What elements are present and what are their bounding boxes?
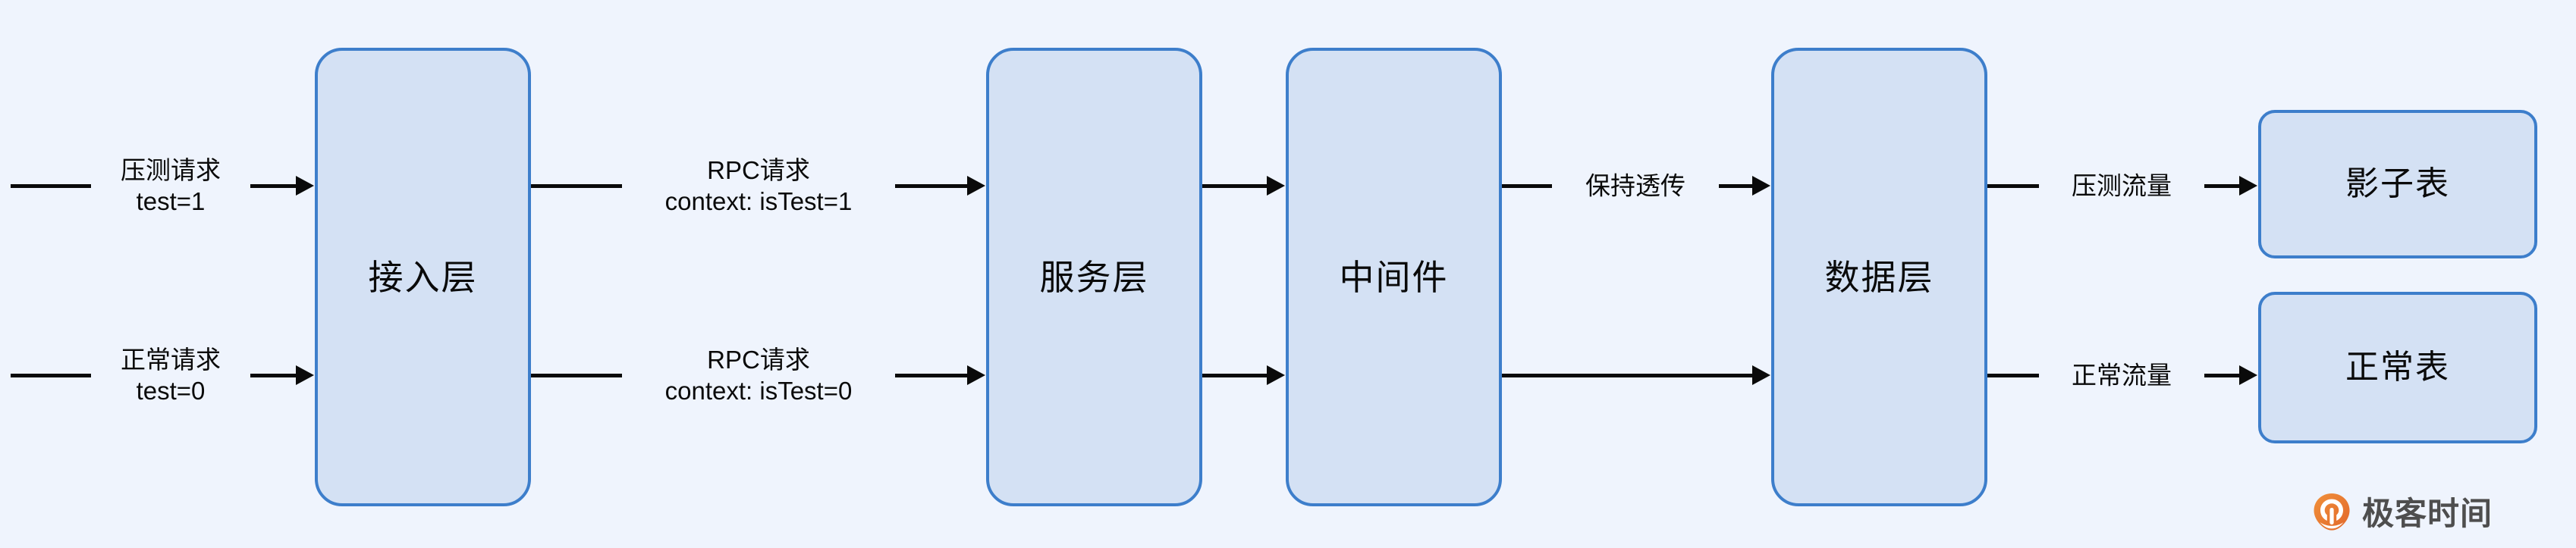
arrowhead-icon [296,365,314,385]
arrowhead-icon [1267,365,1285,385]
connector-line [1987,184,2039,188]
watermark-label: 极客时间 [2362,496,2493,531]
edge-label-line2: test=1 [136,187,206,215]
geektime-watermark: 极客时间 [2312,488,2493,534]
edge-label-normal-traffic: 正常流量 [2072,359,2172,390]
edge-label-keep-passthrough: 保持透传 [1585,170,1685,201]
node-label-access: 接入层 [368,257,478,297]
edge-label-line1: RPC请求 [707,345,810,374]
edge-label-line2: context: isTest=0 [664,377,853,405]
connector-line [1202,374,1267,377]
arrowhead-icon [1752,176,1770,196]
edge-label-rpc-request-test0: RPC请求 context: isTest=0 [665,344,853,407]
connector-line [11,374,91,377]
edge-label-line2: context: isTest=1 [664,187,853,215]
arrowhead-icon [1752,365,1770,385]
edge-label-stress-request: 压测请求 test=1 [121,155,221,218]
connector-line [1502,374,1752,377]
node-label-normal-table: 正常表 [2345,349,2450,386]
connector-line [250,374,296,377]
arrowhead-icon [967,176,985,196]
node-normal-table[interactable]: 正常表 [2258,292,2537,443]
node-shadow-table[interactable]: 影子表 [2258,110,2537,258]
edge-label-line2: test=0 [136,377,206,405]
arrowhead-icon [1267,176,1285,196]
arrowhead-icon [967,365,985,385]
connector-line [531,184,622,188]
connector-line [1202,184,1267,188]
connector-line [895,374,967,377]
arrowhead-icon [296,176,314,196]
node-label-shadow-table: 影子表 [2345,165,2450,202]
node-service[interactable]: 服务层 [986,48,1202,506]
edge-label-line1: 压测请求 [121,155,221,184]
edge-label-line1: RPC请求 [707,155,810,184]
node-access[interactable]: 接入层 [315,48,531,506]
connector-line [1502,184,1552,188]
connector-line [2204,184,2239,188]
edge-label-rpc-request-test1: RPC请求 context: isTest=1 [665,155,853,218]
geektime-logo-icon [2312,492,2351,531]
arrowhead-icon [2239,365,2257,385]
node-data[interactable]: 数据层 [1771,48,1987,506]
connector-line [250,184,296,188]
connector-line [2204,374,2239,377]
node-middleware[interactable]: 中间件 [1286,48,1502,506]
connector-line [531,374,622,377]
node-label-service: 服务层 [1039,257,1149,297]
edge-label-line1: 压测流量 [2072,171,2172,200]
connector-line [1719,184,1752,188]
edge-label-line1: 正常请求 [121,345,221,374]
edge-label-line1: 正常流量 [2072,361,2172,390]
connector-line [1987,374,2039,377]
connector-line [11,184,91,188]
edge-label-normal-request: 正常请求 test=0 [121,344,221,407]
node-label-middleware: 中间件 [1339,257,1449,297]
edge-label-line1: 保持透传 [1585,171,1685,200]
edge-label-stress-traffic: 压测流量 [2072,170,2172,201]
connector-line [895,184,967,188]
node-label-data: 数据层 [1824,257,1934,297]
arrowhead-icon [2239,176,2257,196]
